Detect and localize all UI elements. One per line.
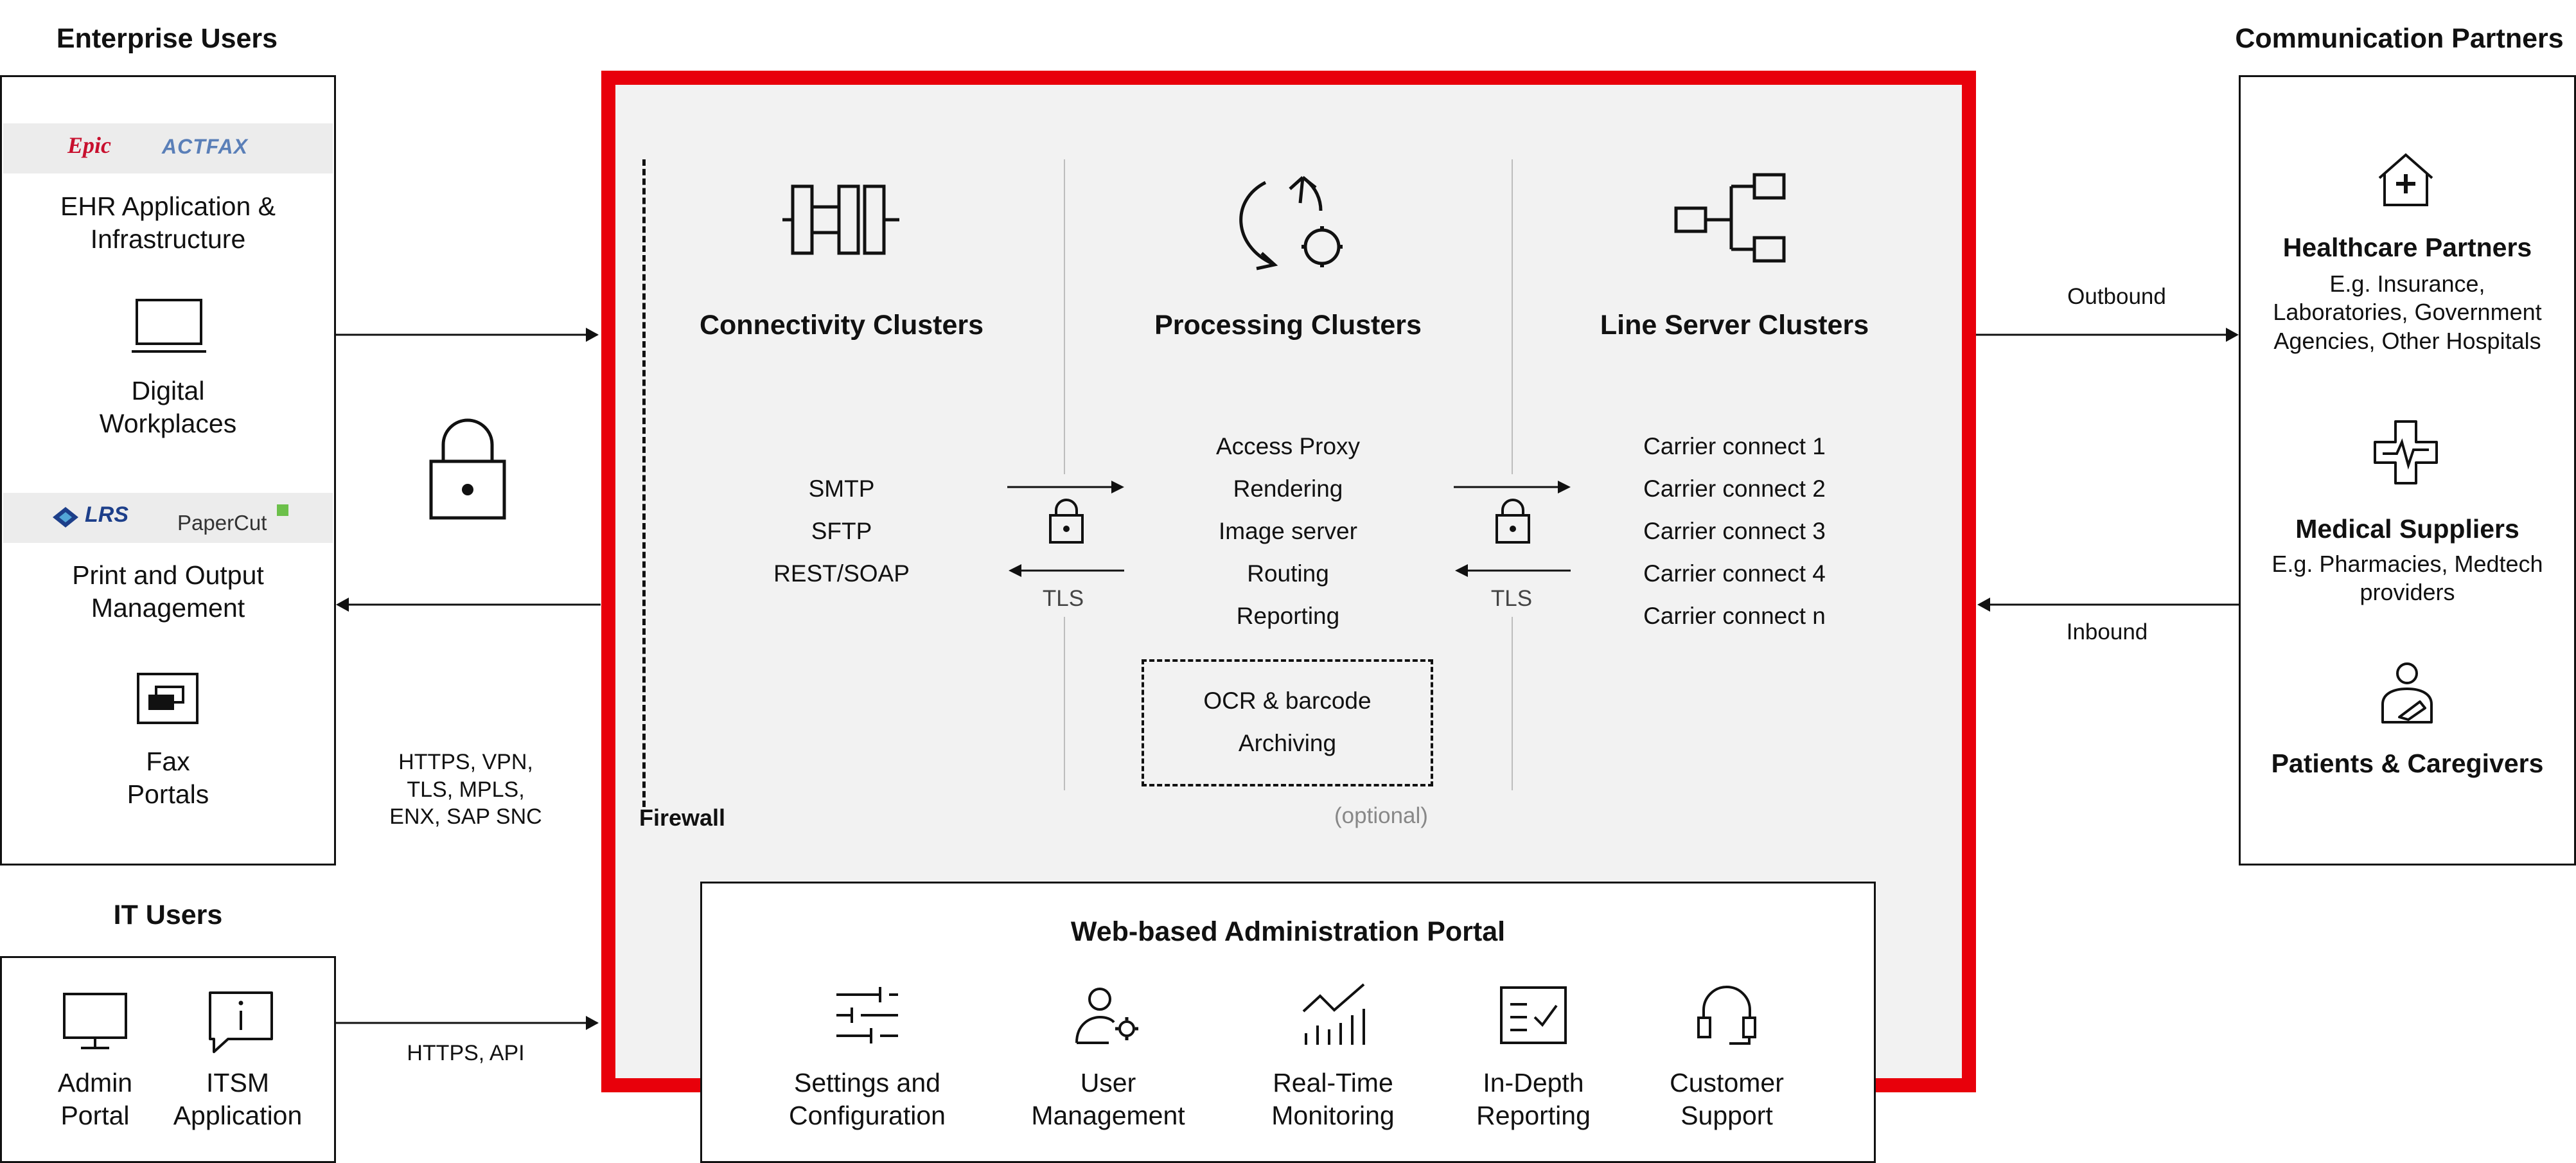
healthcare-partners-title: Healthcare Partners <box>2282 233 2532 262</box>
connectivity-item: REST/SOAP <box>773 560 910 587</box>
communication-partners-title: Communication Partners <box>2235 23 2564 54</box>
report-icon <box>1500 986 1567 1044</box>
laptop-icon <box>132 299 206 353</box>
carrier-item: Carrier connect 1 <box>1643 433 1826 459</box>
carrier-item: Carrier connect 4 <box>1643 560 1826 587</box>
processing-item: Routing <box>1247 560 1329 587</box>
healthcare-partners-desc: E.g. Insurance, Laboratories, Government… <box>2273 271 2542 354</box>
info-chat-icon <box>209 991 273 1053</box>
optional-item: Archiving <box>1238 730 1337 756</box>
lrs-diamond-icon <box>53 507 78 528</box>
it-users-box <box>0 956 336 1163</box>
headset-icon <box>1697 986 1756 1045</box>
it-protocols-label: HTTPS, API <box>407 1041 525 1065</box>
carrier-item: Carrier connect 3 <box>1643 518 1826 544</box>
epic-logo: Epic <box>67 132 111 158</box>
processing-icon <box>1239 175 1343 271</box>
processing-title: Processing Clusters <box>1154 310 1422 341</box>
separator-2-bottom <box>1512 617 1513 790</box>
patient-icon <box>2381 662 2433 724</box>
lock-icon <box>429 418 506 520</box>
papercut-mark-icon <box>277 504 288 516</box>
print-output-label: Print and Output Management <box>72 560 264 623</box>
outbound-label: Outbound <box>2067 284 2166 309</box>
enterprise-users-title: Enterprise Users <box>56 23 278 54</box>
customer-support-label: Customer Support <box>1670 1068 1784 1131</box>
carrier-item: Carrier connect n <box>1643 603 1826 629</box>
enterprise-users-box <box>0 75 336 866</box>
separator-1-top <box>1064 159 1065 474</box>
itsm-application-label: ITSM Application <box>173 1068 303 1131</box>
actfax-logo: ACTFAX <box>162 135 248 158</box>
firewall-label: Firewall <box>639 804 726 831</box>
separator-2-top <box>1512 159 1513 474</box>
processing-item: Image server <box>1219 518 1357 544</box>
line-server-icon <box>1674 173 1786 263</box>
tls-link-1 <box>1007 481 1124 577</box>
medical-suppliers-desc: E.g. Pharmacies, Medtech providers <box>2272 551 2543 606</box>
optional-label: (optional) <box>1334 803 1428 828</box>
optional-item: OCR & barcode <box>1203 688 1372 714</box>
admin-portal-box <box>700 882 1876 1163</box>
admin-portal-label: Admin Portal <box>57 1068 133 1131</box>
protocols-label: HTTPS, VPN, TLS, MPLS, ENX, SAP SNC <box>389 750 542 829</box>
patients-caregivers-title: Patients & Caregivers <box>2271 749 2544 778</box>
inbound-label: Inbound <box>2066 619 2148 644</box>
processing-item: Rendering <box>1233 475 1343 502</box>
optional-box <box>1142 659 1433 786</box>
papercut-logo: PaperCut <box>177 511 267 535</box>
user-gear-icon <box>1075 988 1138 1044</box>
firewall-dashed-line <box>642 159 646 807</box>
settings-config-label: Settings and Configuration <box>789 1068 946 1131</box>
fax-portals-label: Fax Portals <box>127 747 209 810</box>
connectivity-item: SMTP <box>808 475 875 502</box>
admin-portal-title: Web-based Administration Portal <box>1070 916 1506 947</box>
chart-icon <box>1302 983 1365 1045</box>
processing-item: Access Proxy <box>1215 433 1361 459</box>
digital-workplaces-label: Digital Workplaces <box>99 376 237 439</box>
medical-cross-icon <box>2374 420 2438 484</box>
monitor-icon <box>63 993 127 1049</box>
fax-portal-icon <box>137 673 198 724</box>
connectivity-icon <box>782 184 899 255</box>
ehr-label: EHR Application & Infrastructure <box>60 191 276 254</box>
it-users-title: IT Users <box>113 900 223 930</box>
ehr-logo-band <box>3 123 333 173</box>
connectivity-title: Connectivity Clusters <box>699 310 984 341</box>
processing-item: Reporting <box>1236 603 1340 629</box>
tls-link-2 <box>1454 481 1571 577</box>
in-depth-reporting-label: In-Depth Reporting <box>1476 1068 1591 1131</box>
connectivity-item: SFTP <box>811 518 872 544</box>
lrs-logo: LRS <box>85 502 128 527</box>
medical-suppliers-title: Medical Suppliers <box>2295 514 2519 544</box>
tls-label-1: TLS <box>1042 586 1084 611</box>
real-time-monitoring-label: Real-Time Monitoring <box>1271 1068 1395 1131</box>
carrier-item: Carrier connect 2 <box>1643 475 1826 502</box>
separator-1-bottom <box>1064 617 1065 790</box>
tls-label-2: TLS <box>1490 586 1533 611</box>
healthcare-house-icon <box>2378 153 2433 206</box>
communication-partners-box <box>2239 75 2576 866</box>
sliders-icon <box>836 987 898 1043</box>
line-server-title: Line Server Clusters <box>1600 310 1869 341</box>
user-management-label: User Management <box>1031 1068 1185 1131</box>
